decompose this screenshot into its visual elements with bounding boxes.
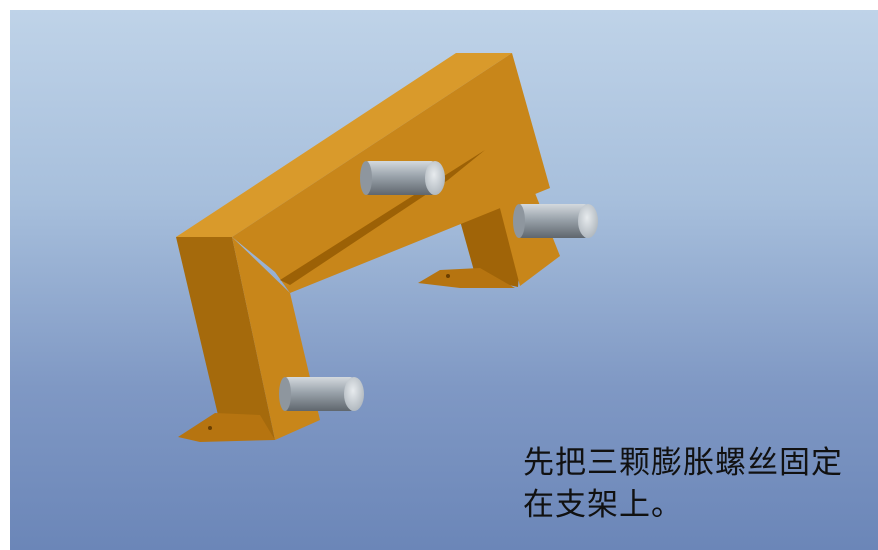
bracket-left-leg-side: [176, 237, 275, 440]
bracket-3d-model: [176, 53, 598, 442]
bracket-left-foot: [178, 413, 275, 442]
caption-line-1: 先把三颗膨胀螺丝固定: [523, 445, 843, 481]
bracket-beam-top: [176, 53, 512, 237]
bracket-right-foot-hole: [446, 274, 450, 278]
bracket-left-foot-hole: [208, 426, 212, 430]
bracket-right-foot: [418, 268, 515, 288]
expansion-bolt-upper: [360, 161, 445, 195]
caption-line-2: 在支架上。: [523, 487, 683, 523]
instruction-caption: 先把三颗膨胀螺丝固定 在支架上。: [523, 442, 873, 526]
expansion-bolt-lower: [279, 377, 364, 411]
expansion-bolt-right: [513, 204, 598, 238]
cad-viewport: 先把三颗膨胀螺丝固定 在支架上。: [10, 10, 878, 550]
